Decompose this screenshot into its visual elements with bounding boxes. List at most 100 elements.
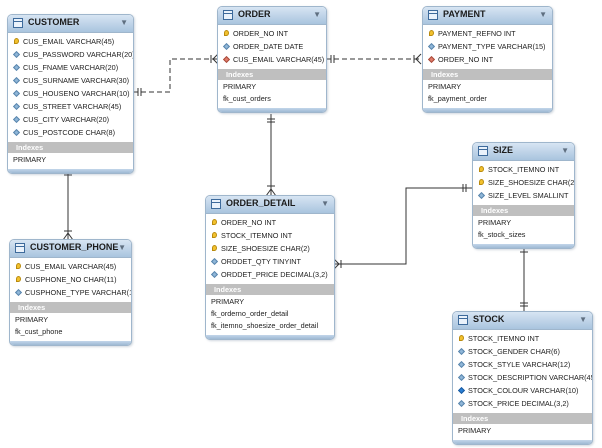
column-row[interactable]: CUS_STREET VARCHAR(45) — [8, 100, 133, 113]
index-row[interactable]: fk_cust_orders — [223, 94, 271, 103]
indexes-header[interactable]: Indexes — [218, 69, 326, 80]
column-label: SIZE_SHOESIZE CHAR(2) — [488, 178, 575, 187]
indexes-header[interactable]: Indexes — [8, 142, 133, 153]
index-row[interactable]: fk_stock_sizes — [478, 230, 526, 239]
index-row[interactable]: PRIMARY — [15, 315, 49, 324]
index-row[interactable]: fk_itemno_shoesize_order_detail — [211, 321, 319, 330]
column-diamond-icon — [427, 42, 436, 51]
index-row[interactable]: PRIMARY — [458, 426, 492, 435]
column-row[interactable]: SIZE_SHOESIZE CHAR(2) — [206, 242, 334, 255]
collapse-arrow-icon[interactable]: ▼ — [579, 315, 587, 324]
column-label: CUS_HOUSENO VARCHAR(10) — [23, 89, 130, 98]
table-header[interactable]: PAYMENT ▼ — [423, 7, 552, 25]
indexes-header[interactable]: Indexes — [10, 302, 131, 313]
index-row[interactable]: fk_cust_phone — [15, 327, 63, 336]
column-row[interactable]: CUS_CITY VARCHAR(20) — [8, 113, 133, 126]
column-row[interactable]: ORDDET_QTY TINYINT — [206, 255, 334, 268]
column-row[interactable]: CUS_SURNAME VARCHAR(30) — [8, 74, 133, 87]
column-row[interactable]: CUS_EMAIL VARCHAR(45) — [8, 35, 133, 48]
index-row[interactable]: PRIMARY — [478, 218, 512, 227]
table-header[interactable]: STOCK ▼ — [453, 312, 592, 330]
column-row[interactable]: CUS_PASSWORD VARCHAR(20) — [8, 48, 133, 61]
column-row[interactable]: ORDER_NO INT — [218, 27, 326, 40]
table-customer[interactable]: CUSTOMER ▼ CUS_EMAIL VARCHAR(45) CUS_PASS… — [7, 14, 134, 174]
column-label: ORDER_NO INT — [221, 218, 277, 227]
column-row[interactable]: STOCK_GENDER CHAR(6) — [453, 345, 592, 358]
collapse-arrow-icon[interactable]: ▼ — [313, 10, 321, 19]
column-row[interactable]: CUS_EMAIL VARCHAR(45) — [10, 260, 131, 273]
column-row[interactable]: ORDER_NO INT — [206, 216, 334, 229]
collapse-arrow-icon[interactable]: ▼ — [118, 243, 126, 252]
column-row[interactable]: CUS_FNAME VARCHAR(20) — [8, 61, 133, 74]
column-diamond-icon — [457, 373, 466, 382]
column-row[interactable]: CUSPHONE_NO CHAR(11) — [10, 273, 131, 286]
column-row[interactable]: ORDER_DATE DATE — [218, 40, 326, 53]
table-header[interactable]: CUSTOMER ▼ — [8, 15, 133, 33]
collapse-arrow-icon[interactable]: ▼ — [321, 199, 329, 208]
table-header[interactable]: ORDER_DETAIL ▼ — [206, 196, 334, 214]
table-order-detail[interactable]: ORDER_DETAIL ▼ ORDER_NO INT STOCK_ITEMNO … — [205, 195, 335, 340]
table-header[interactable]: CUSTOMER_PHONE ▼ — [10, 240, 131, 258]
indexes-header[interactable]: Indexes — [473, 205, 574, 216]
collapse-arrow-icon[interactable]: ▼ — [120, 18, 128, 27]
index-list: PRIMARY fk_payment_order — [423, 80, 552, 108]
column-row[interactable]: STOCK_ITEMNO INT — [473, 163, 574, 176]
column-row[interactable]: STOCK_ITEMNO INT — [206, 229, 334, 242]
index-list: PRIMARY fk_orderno_order_detail fk_itemno_… — [206, 295, 334, 335]
column-diamond-icon — [477, 191, 486, 200]
table-customer-phone[interactable]: CUSTOMER_PHONE ▼ CUS_EMAIL VARCHAR(45) CU… — [9, 239, 132, 346]
collapse-arrow-icon[interactable]: ▼ — [561, 146, 569, 155]
column-row[interactable]: CUS_HOUSENO VARCHAR(10) — [8, 87, 133, 100]
table-size[interactable]: SIZE ▼ STOCK_ITEMNO INT SIZE_SHOESIZE CHA… — [472, 142, 575, 249]
column-row[interactable]: SIZE_SHOESIZE CHAR(2) — [473, 176, 574, 189]
foreign-key-diamond-icon — [427, 55, 436, 64]
column-row[interactable]: CUSPHONE_TYPE VARCHAR(10) — [10, 286, 131, 299]
table-stock[interactable]: STOCK ▼ STOCK_ITEMNO INT STOCK_GENDER CHA… — [452, 311, 593, 445]
table-icon — [428, 10, 438, 20]
column-row[interactable]: ORDDET_PRICE DECIMAL(3,2) — [206, 268, 334, 281]
indexes-header[interactable]: Indexes — [453, 413, 592, 424]
column-label: ORDDET_PRICE DECIMAL(3,2) — [221, 270, 328, 279]
column-row[interactable]: STOCK_COLOUR VARCHAR(10) — [453, 384, 592, 397]
primary-key-icon — [212, 232, 217, 238]
column-row[interactable]: STOCK_PRICE DECIMAL(3,2) — [453, 397, 592, 410]
column-row[interactable]: PAYMENT_REFNO INT — [423, 27, 552, 40]
indexes-header[interactable]: Indexes — [206, 284, 334, 295]
table-icon — [478, 146, 488, 156]
index-row[interactable]: PRIMARY — [13, 155, 47, 164]
column-label: CUS_EMAIL VARCHAR(45) — [25, 262, 117, 271]
collapse-arrow-icon[interactable]: ▼ — [539, 10, 547, 19]
table-title: ORDER — [238, 9, 271, 19]
table-icon — [458, 315, 468, 325]
column-row[interactable]: SIZE_LEVEL SMALLINT — [473, 189, 574, 202]
column-label: STOCK_ITEMNO INT — [468, 334, 540, 343]
column-label: CUS_STREET VARCHAR(45) — [23, 102, 122, 111]
column-label: CUS_EMAIL VARCHAR(45) — [233, 55, 325, 64]
column-label: CUS_EMAIL VARCHAR(45) — [23, 37, 115, 46]
column-row[interactable]: STOCK_DESCRIPTION VARCHAR(45) — [453, 371, 592, 384]
column-row[interactable]: STOCK_STYLE VARCHAR(12) — [453, 358, 592, 371]
column-label: CUS_SURNAME VARCHAR(30) — [23, 76, 130, 85]
column-row[interactable]: CUS_POSTCODE CHAR(8) — [8, 126, 133, 139]
indexes-header[interactable]: Indexes — [423, 69, 552, 80]
column-list: CUS_EMAIL VARCHAR(45) CUS_PASSWORD VARCHA… — [8, 33, 133, 142]
primary-key-icon — [16, 263, 21, 269]
index-row[interactable]: PRIMARY — [211, 297, 245, 306]
rel-order-order-detail — [265, 114, 277, 197]
column-label: STOCK_ITEMNO INT — [488, 165, 560, 174]
table-title: ORDER_DETAIL — [226, 198, 296, 208]
column-row[interactable]: STOCK_ITEMNO INT — [453, 332, 592, 345]
table-header[interactable]: SIZE ▼ — [473, 143, 574, 161]
column-row[interactable]: PAYMENT_TYPE VARCHAR(15) — [423, 40, 552, 53]
table-header[interactable]: ORDER ▼ — [218, 7, 326, 25]
column-row[interactable]: CUS_EMAIL VARCHAR(45) — [218, 53, 326, 66]
table-title: CUSTOMER — [28, 17, 80, 27]
column-row[interactable]: ORDER_NO INT — [423, 53, 552, 66]
index-row[interactable]: fk_orderno_order_detail — [211, 309, 289, 318]
column-diamond-icon — [12, 128, 21, 137]
index-row[interactable]: PRIMARY — [223, 82, 257, 91]
index-row[interactable]: fk_payment_order — [428, 94, 487, 103]
index-row[interactable]: PRIMARY — [428, 82, 462, 91]
